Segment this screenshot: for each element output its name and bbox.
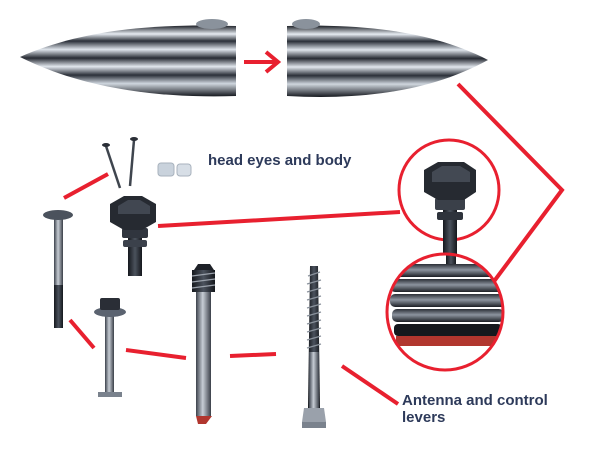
label-head-eyes-body: head eyes and body [208, 152, 352, 169]
body-left-half [20, 19, 236, 97]
connector-nails-to-carriage [63, 172, 109, 200]
connector-bolt-to-zoom-top [157, 210, 401, 228]
connector-body-to-zoom [456, 82, 565, 286]
bolt-with-washer [94, 298, 126, 397]
label-antenna-control-levers: Antenna and control levers [402, 392, 548, 426]
zoom-circle-coil [385, 252, 505, 372]
connector-screw-to-label [340, 364, 400, 406]
coarse-thread-bolt [191, 264, 216, 424]
zoom-circle-head [397, 138, 501, 255]
hex-head-bolt [110, 196, 156, 276]
join-arrow [244, 50, 282, 74]
connector-carriage-to-washer [68, 318, 96, 350]
nails [102, 137, 138, 189]
wood-screw [302, 266, 326, 428]
body-right-half [287, 19, 488, 97]
connector-lines [63, 82, 565, 406]
glass-chips [157, 162, 192, 177]
body-knob [292, 19, 320, 29]
connector-bolt-to-screw [229, 352, 277, 358]
connector-washer-to-bolt [125, 348, 187, 360]
carriage-bolt [43, 210, 73, 328]
body-knob [196, 19, 228, 29]
